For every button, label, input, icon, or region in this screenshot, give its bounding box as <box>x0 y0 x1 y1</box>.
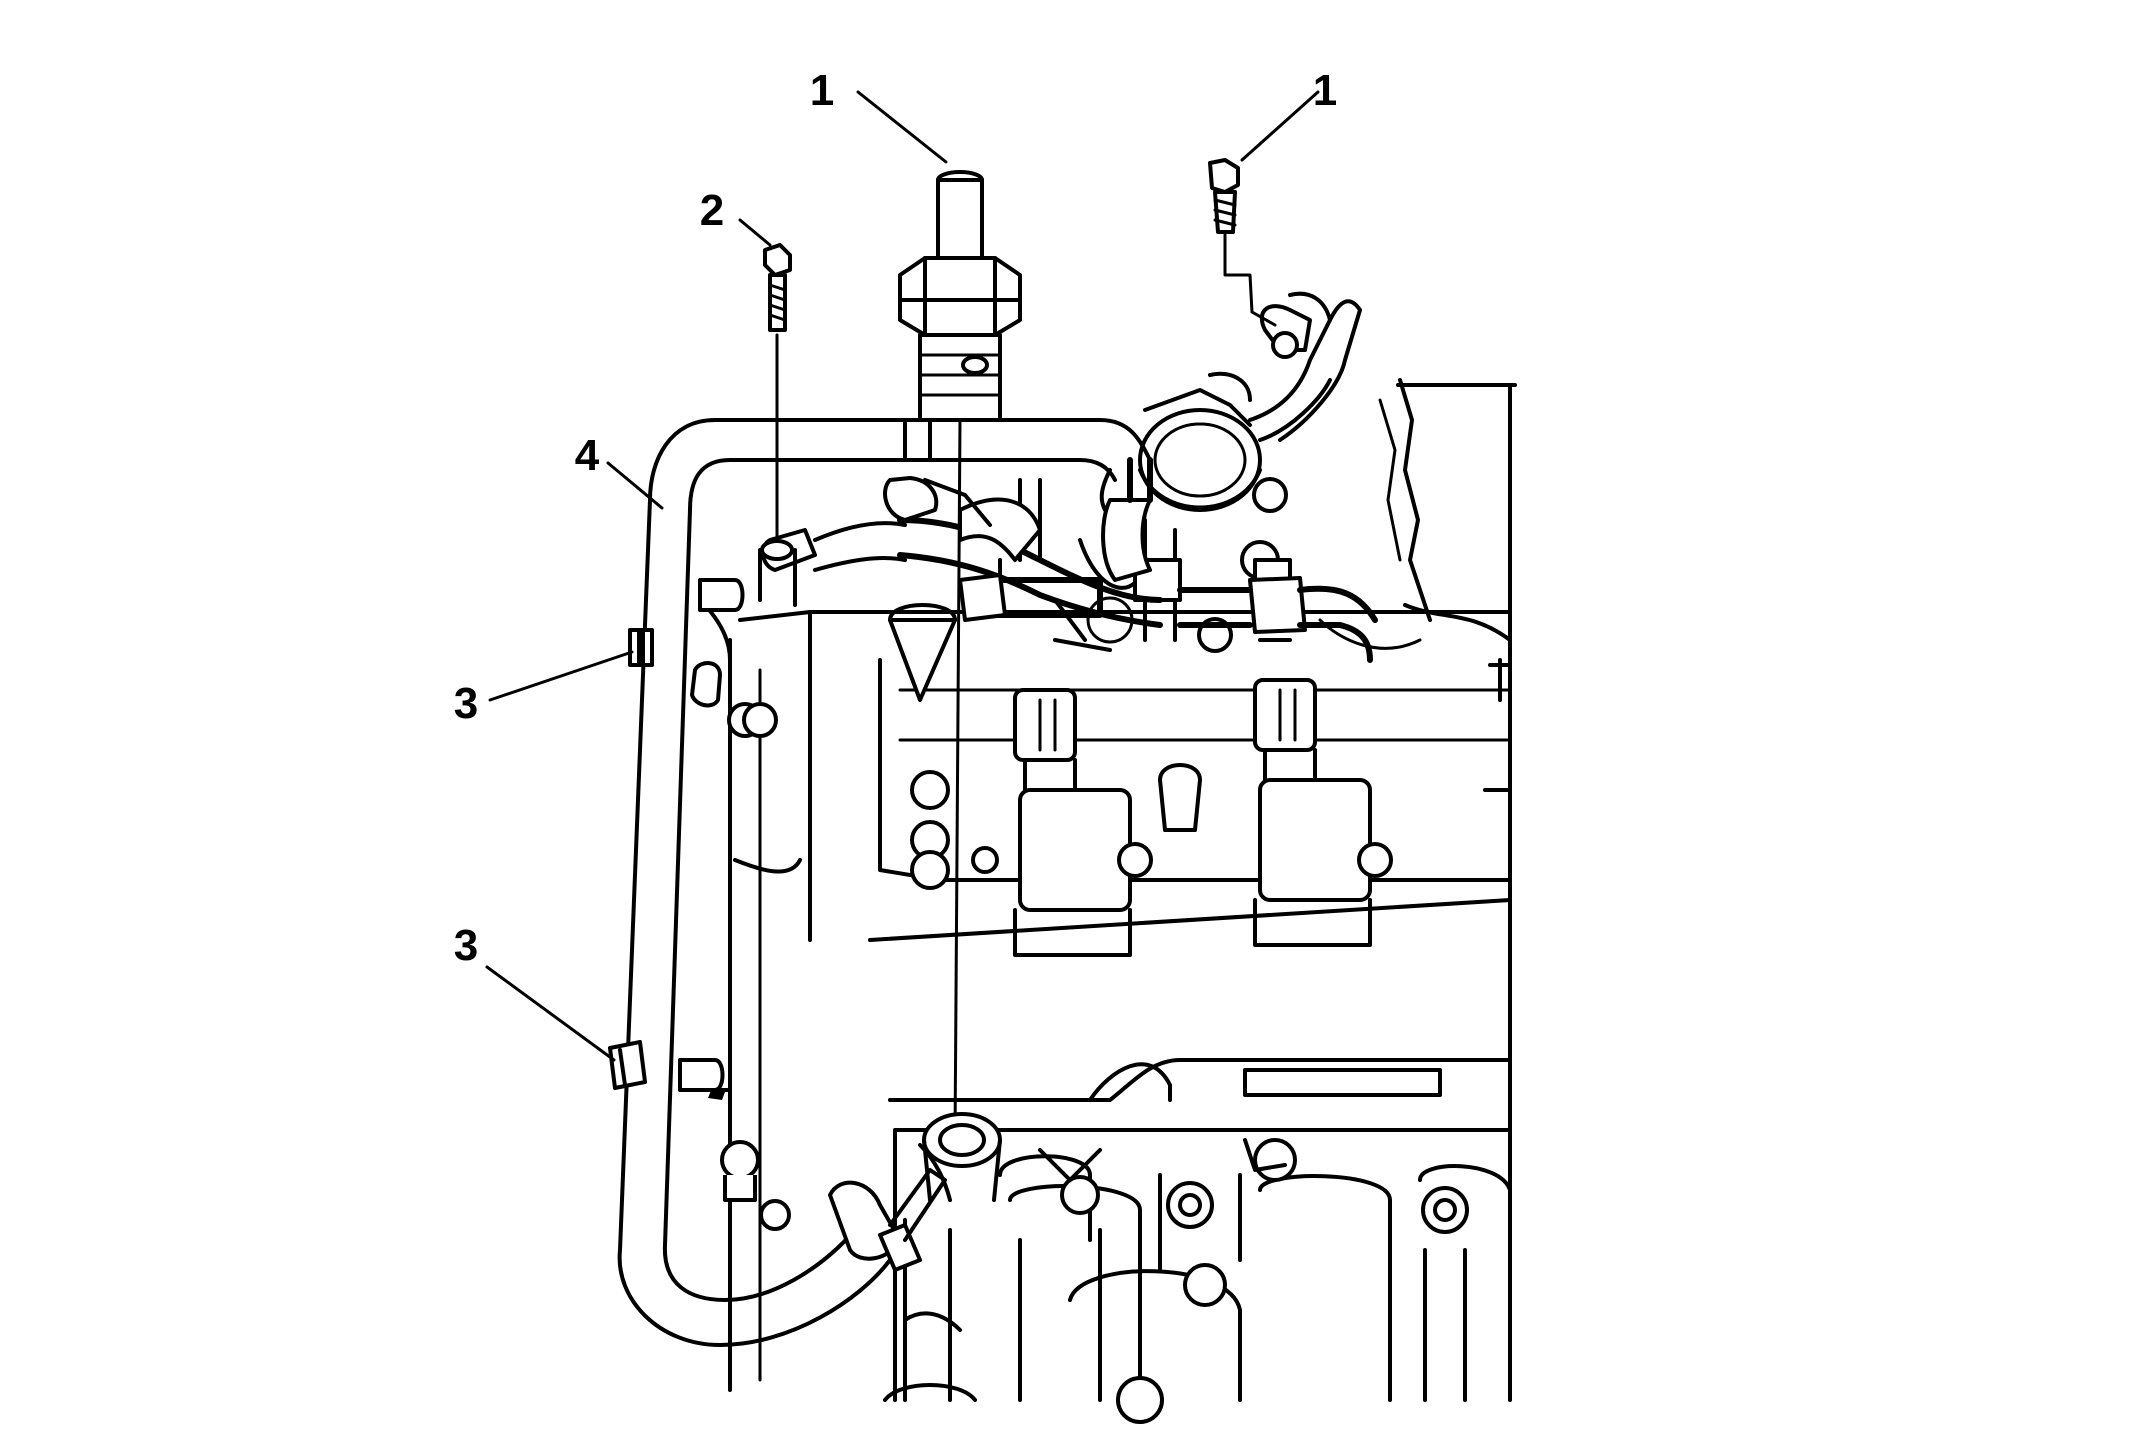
callout-sensor: 1 <box>810 66 834 115</box>
callout-hose: 4 <box>575 431 600 480</box>
callout-clip-upper: 3 <box>454 679 478 728</box>
callout-clip-lower: 3 <box>454 921 478 970</box>
fitting <box>1208 158 1277 327</box>
callout-labels: 1 1 2 3 3 4 <box>454 66 1337 970</box>
callout-bolt: 2 <box>700 186 724 235</box>
hose-clip-upper <box>628 628 654 667</box>
hose-clip-lower <box>608 1040 647 1090</box>
leader-hose <box>606 461 664 510</box>
leader-clip-upper <box>488 650 634 702</box>
ignition-coil-2 <box>1253 678 1393 947</box>
manifold-bolts <box>1060 1138 1469 1424</box>
wiring-harness <box>897 457 1378 663</box>
leader-lines <box>485 90 1320 1062</box>
ignition-coil-1 <box>1013 688 1153 957</box>
leader-clip-lower <box>485 965 616 1062</box>
bolt <box>758 243 797 607</box>
leader-fitting <box>1240 90 1320 162</box>
leader-sensor <box>856 90 948 164</box>
engine-assembly <box>698 378 1517 1424</box>
sensor <box>888 170 1022 1202</box>
leader-bolt <box>738 218 772 247</box>
callout-fitting: 1 <box>1313 66 1337 115</box>
